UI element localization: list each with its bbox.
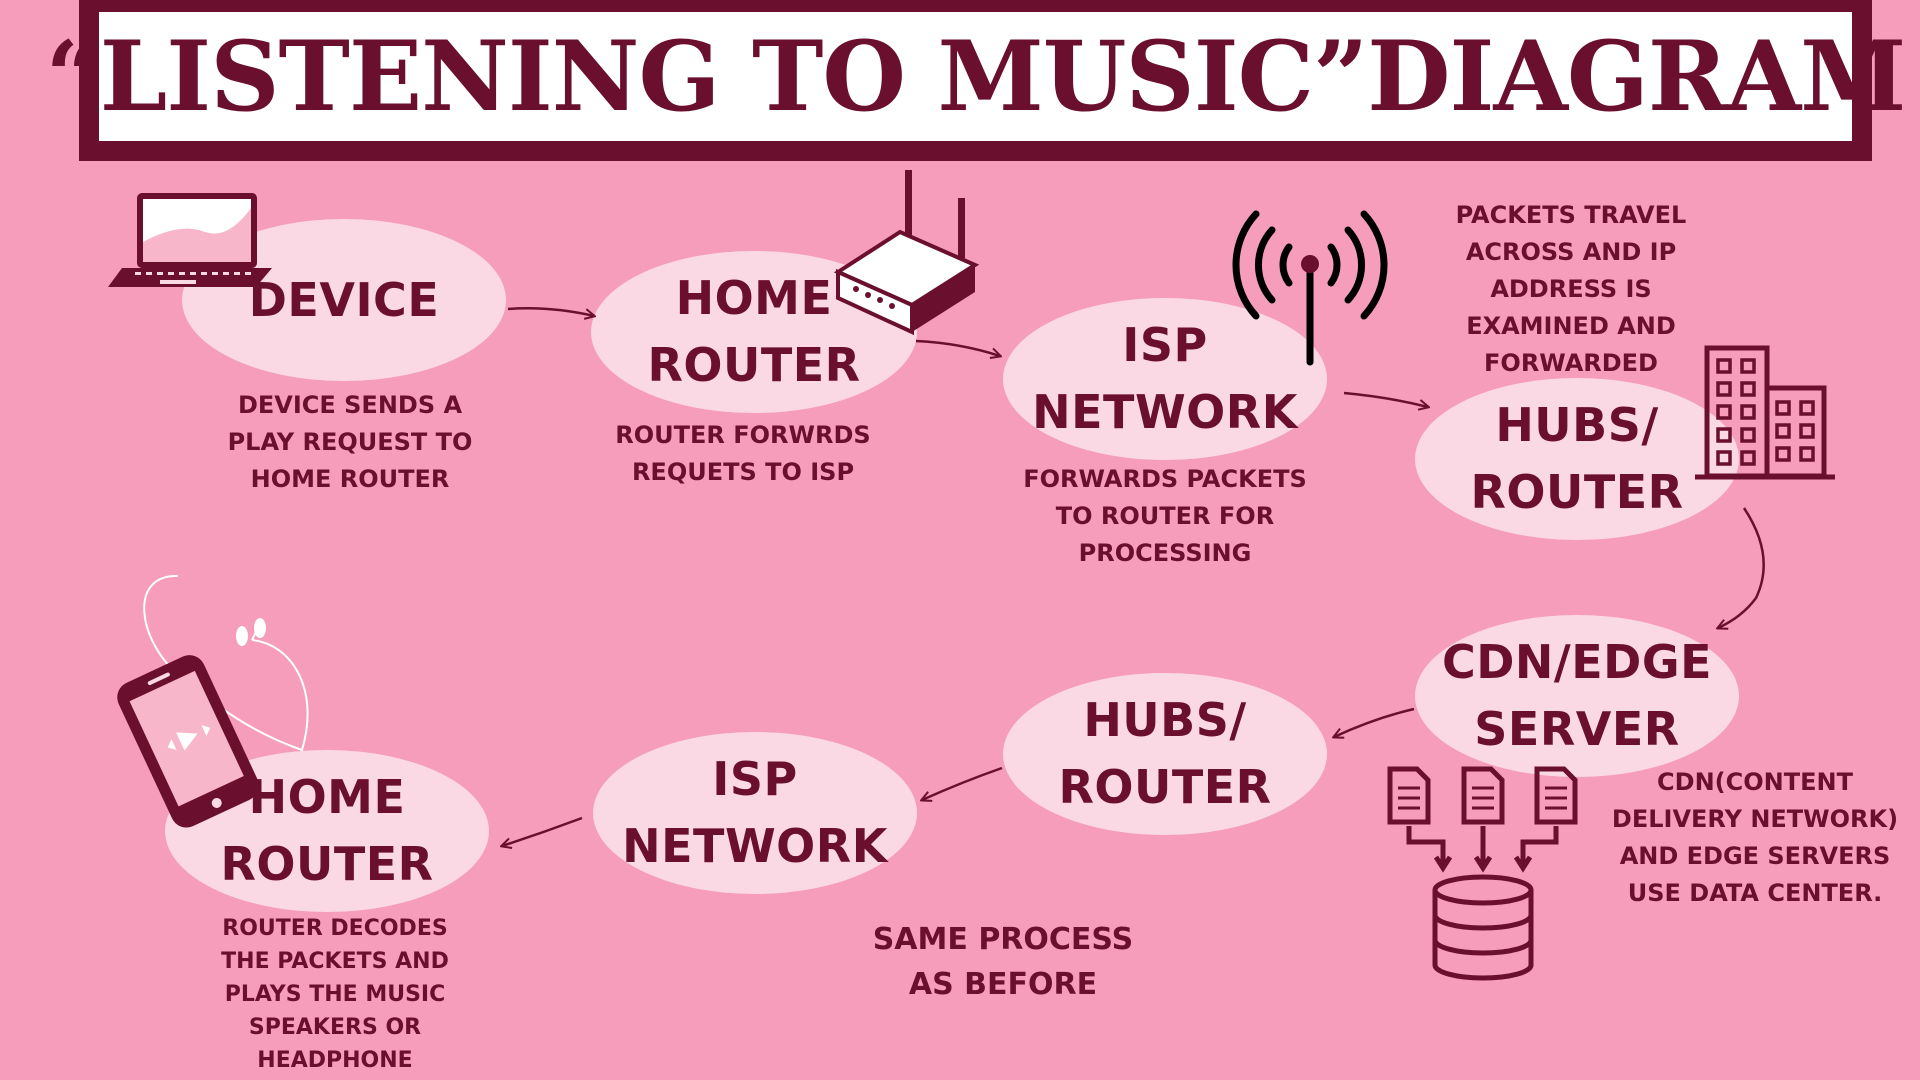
node-home-router-top: HOME ROUTER	[591, 251, 917, 413]
desc-device: DEVICE SENDS A PLAY REQUEST TO HOME ROUT…	[227, 391, 473, 493]
desc-isp-network: FORWARDS PACKETS TO ROUTER FOR PROCESSIN…	[1023, 465, 1307, 567]
node-device-label: DEVICE	[248, 272, 440, 327]
node-home-router-bottom-label: HOME ROUTER	[220, 770, 434, 891]
phone-with-earphones-icon	[117, 574, 309, 828]
node-isp-network-bottom-label: ISP NETWORK	[622, 752, 888, 873]
node-isp-network-top: ISP NETWORK	[1003, 298, 1327, 460]
diagram-title: “LISTENING TO MUSIC”DIAGRAM	[45, 20, 1907, 133]
data-center-icon	[1387, 766, 1578, 981]
node-hubs-router-top: HUBS/ ROUTER	[1415, 378, 1739, 540]
node-cdn-edge-server: CDN/EDGE SERVER	[1415, 615, 1739, 777]
desc-home-router: ROUTER FORWRDS REQUETS TO ISP	[615, 421, 871, 486]
desc-cdn: CDN(CONTENT DELIVERY NETWORK) AND EDGE S…	[1611, 768, 1899, 907]
node-cdn-edge-server-label: CDN/EDGE SERVER	[1441, 635, 1713, 756]
wifi-router-icon	[833, 170, 980, 336]
arrow-hubs-to-cdn	[1718, 507, 1765, 628]
desc-packets-travel: PACKETS TRAVEL ACROSS AND IP ADDRESS IS …	[1455, 201, 1687, 377]
arrow-home-router-to-isp	[915, 339, 1000, 356]
node-hubs-router-top-label: HUBS/ ROUTER	[1470, 398, 1684, 519]
arrow-hubs-to-isp-bottom	[922, 766, 1003, 800]
arrow-device-to-home-router	[507, 307, 594, 316]
node-isp-network-top-label: ISP NETWORK	[1032, 318, 1298, 439]
node-hubs-router-bottom-label: HUBS/ ROUTER	[1058, 693, 1272, 814]
antenna-tip	[1301, 255, 1319, 273]
desc-router-decodes: ROUTER DECODES THE PACKETS AND PLAYS THE…	[221, 916, 449, 1073]
buildings-icon	[1695, 345, 1835, 480]
node-hubs-router-bottom: HUBS/ ROUTER	[1003, 673, 1327, 835]
arrow-isp-to-home-router-bottom	[502, 816, 583, 846]
title-inner: “LISTENING TO MUSIC”DIAGRAM	[46, 12, 1906, 141]
laptop-icon	[108, 193, 272, 287]
desc-same-process: SAME PROCESS AS BEFORE	[872, 922, 1134, 1002]
node-device: DEVICE	[182, 219, 506, 381]
arrow-isp-to-hubs	[1343, 391, 1428, 407]
node-isp-network-bottom: ISP NETWORK	[593, 732, 917, 894]
antenna-icon	[1232, 210, 1388, 366]
title-banner: “LISTENING TO MUSIC”DIAGRAM	[46, 0, 1906, 161]
arrow-cdn-to-hubs-bottom	[1334, 707, 1415, 737]
node-home-router-top-label: HOME ROUTER	[647, 271, 861, 392]
